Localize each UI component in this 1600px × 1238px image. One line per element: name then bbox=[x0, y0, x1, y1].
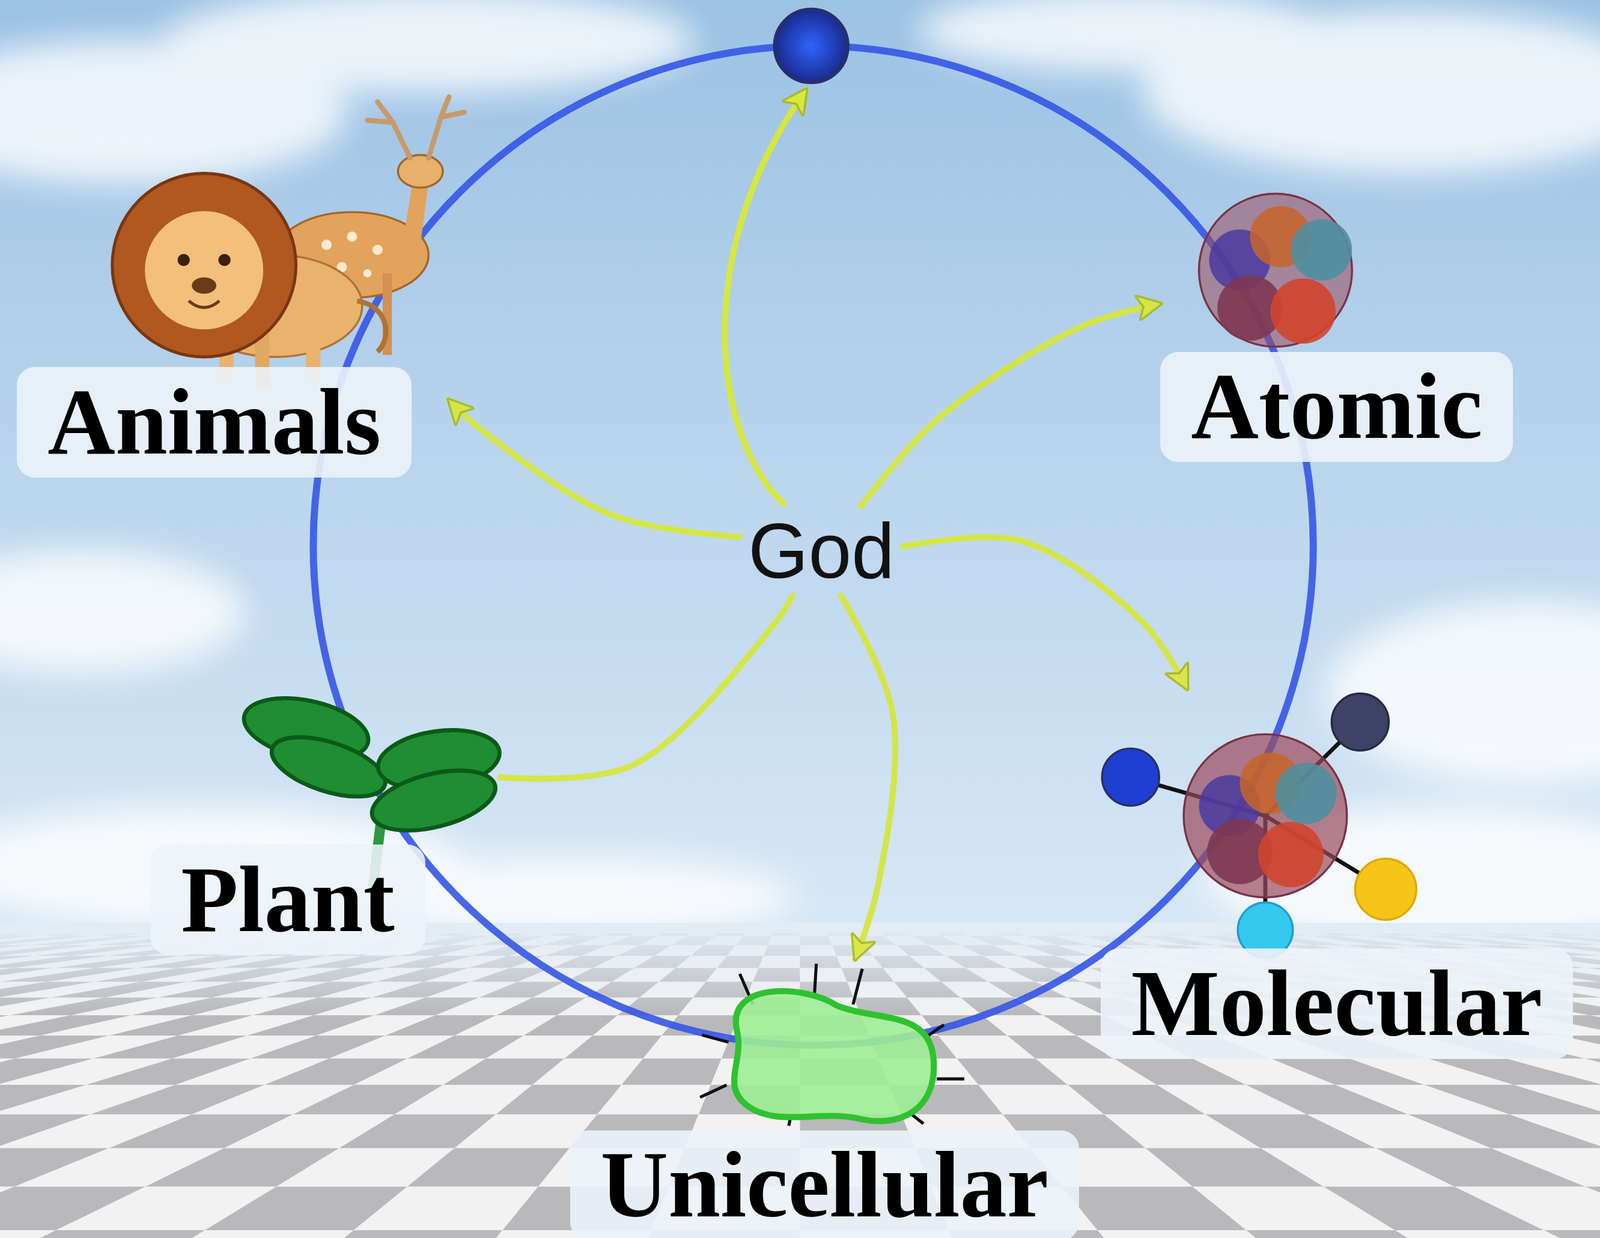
arrow-to-top-dot bbox=[724, 89, 806, 504]
floor-tile bbox=[1509, 1114, 1600, 1149]
cycle-ring bbox=[313, 45, 1313, 1046]
floor-tile bbox=[642, 1035, 731, 1059]
node-label: Plant bbox=[180, 853, 395, 947]
scene-shape bbox=[701, 1035, 729, 1043]
floor-tile bbox=[1590, 1015, 1600, 1036]
category-node: Plant bbox=[150, 704, 500, 956]
scene-shape bbox=[403, 178, 429, 245]
top-dot bbox=[774, 9, 848, 83]
floor-tile bbox=[0, 1230, 205, 1238]
node-label: God bbox=[748, 512, 895, 591]
flow-arrow bbox=[499, 596, 793, 780]
node-label: Atomic bbox=[1190, 359, 1483, 454]
scene-shape bbox=[0, 550, 246, 674]
scene-shape bbox=[1331, 693, 1389, 751]
node-label: Molecular bbox=[1131, 957, 1543, 1051]
scene-shape bbox=[1275, 763, 1337, 825]
atom-icon bbox=[1199, 194, 1353, 348]
scene-shape bbox=[188, 301, 220, 308]
floor-tile bbox=[597, 1085, 711, 1115]
floor-tile bbox=[1513, 1085, 1600, 1115]
label-pill: Plant bbox=[150, 844, 425, 955]
floor-tile bbox=[621, 1058, 722, 1086]
scene-shape bbox=[144, 210, 264, 330]
checker-floor bbox=[0, 933, 1600, 1238]
scene-shape bbox=[238, 687, 504, 842]
scene-shape bbox=[699, 963, 965, 1126]
center-node: God bbox=[739, 506, 904, 597]
scene-shape bbox=[1270, 278, 1336, 344]
scene-shape bbox=[1199, 194, 1353, 348]
label-pill: Molecular bbox=[1100, 948, 1573, 1059]
floor-tile bbox=[123, 1230, 354, 1238]
clouds bbox=[0, 0, 1600, 949]
category-node: Atomic bbox=[1160, 194, 1513, 463]
floor-tile bbox=[292, 1230, 503, 1238]
animals-icon bbox=[112, 96, 465, 388]
node-label: Animals bbox=[47, 375, 381, 470]
flow-arrow bbox=[903, 537, 1188, 689]
scene-shape bbox=[112, 173, 297, 358]
flow-arrow bbox=[448, 400, 740, 538]
scene-shape bbox=[1101, 748, 1159, 806]
scene-shape bbox=[734, 991, 934, 1122]
scene-shape bbox=[936, 1077, 965, 1081]
floor-tile bbox=[1585, 1186, 1600, 1231]
label-pill: Animals bbox=[16, 367, 412, 478]
scene-shape bbox=[264, 725, 393, 809]
center-label: God bbox=[739, 506, 904, 597]
floor-tile bbox=[1544, 1230, 1600, 1238]
scene-shape bbox=[321, 239, 332, 250]
floor-tile bbox=[1491, 1148, 1600, 1188]
scene-shape bbox=[397, 155, 443, 188]
category-node: Unicellular bbox=[570, 958, 1080, 1238]
category-node: Animals bbox=[16, 91, 449, 478]
scene-shape bbox=[1326, 602, 1600, 786]
scene-shape bbox=[814, 963, 816, 998]
scene-shape bbox=[1183, 734, 1348, 898]
scene-shape bbox=[1258, 821, 1324, 888]
scene-shape bbox=[365, 759, 502, 842]
scene-shape bbox=[367, 96, 464, 159]
scene-shape bbox=[1354, 858, 1417, 920]
cell-icon bbox=[699, 963, 965, 1126]
scene-shape bbox=[372, 244, 383, 255]
scene-shape bbox=[163, 0, 694, 92]
label-pill: Unicellular bbox=[570, 1130, 1080, 1238]
category-node: Molecular bbox=[1097, 688, 1573, 1059]
scene-shape bbox=[699, 1085, 727, 1098]
scene-shape bbox=[853, 969, 863, 1005]
scene-shape bbox=[346, 231, 357, 242]
flow-arrow bbox=[860, 304, 1161, 507]
floor-tile bbox=[1454, 1186, 1600, 1231]
scene-shape bbox=[218, 254, 231, 267]
label-pill: Atomic bbox=[1160, 352, 1513, 463]
scene-shape bbox=[1290, 219, 1352, 281]
scene-shape bbox=[363, 269, 372, 278]
molecule-icon bbox=[1101, 693, 1417, 958]
flow-arrow bbox=[841, 596, 896, 960]
scene-shape bbox=[356, 301, 386, 353]
floor-tile bbox=[1584, 1058, 1600, 1086]
scene-shape bbox=[1130, 722, 1387, 931]
scene-shape bbox=[177, 254, 190, 267]
floor-tile bbox=[1506, 1058, 1600, 1086]
scene-shape bbox=[918, 0, 1327, 72]
node-label: Unicellular bbox=[600, 1138, 1049, 1233]
scene-shape bbox=[191, 277, 217, 294]
